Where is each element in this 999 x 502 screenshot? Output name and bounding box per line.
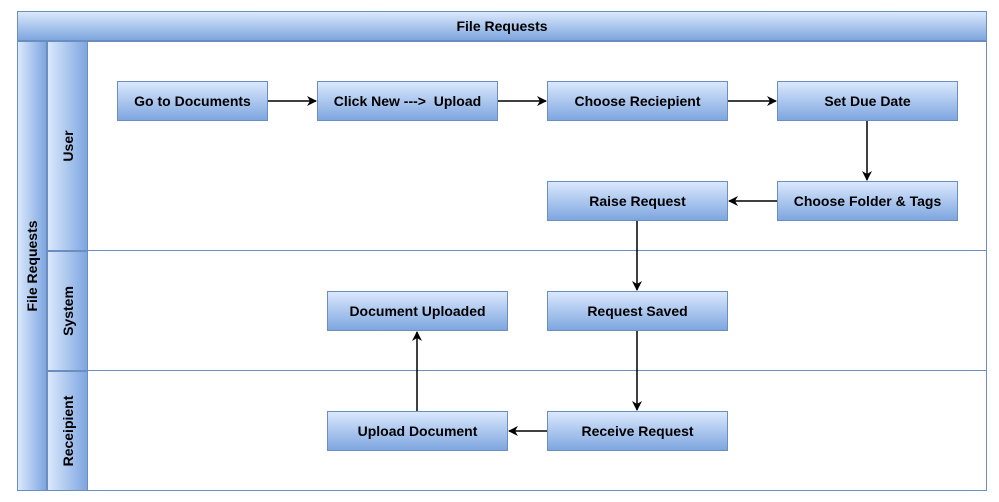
- node-receive-request[interactable]: Receive Request: [547, 411, 728, 451]
- node-choose-folder-tags[interactable]: Choose Folder & Tags: [777, 181, 958, 221]
- pool-side-header: File Requests: [17, 41, 47, 491]
- node-upload-document[interactable]: Upload Document: [327, 411, 508, 451]
- pool-title: File Requests: [17, 11, 987, 41]
- node-click-new-upload[interactable]: Click New ---> Upload: [317, 81, 498, 121]
- node-document-uploaded[interactable]: Document Uploaded: [327, 291, 508, 331]
- node-go-to-documents[interactable]: Go to Documents: [117, 81, 268, 121]
- lane-header-recipient: Receipient: [47, 371, 88, 491]
- node-choose-recipient[interactable]: Choose Reciepient: [547, 81, 728, 121]
- lane-header-system: System: [47, 251, 88, 371]
- node-set-due-date[interactable]: Set Due Date: [777, 81, 958, 121]
- node-raise-request[interactable]: Raise Request: [547, 181, 728, 221]
- lane-header-user: User: [47, 41, 88, 251]
- node-request-saved[interactable]: Request Saved: [547, 291, 728, 331]
- lane-system: [88, 251, 987, 371]
